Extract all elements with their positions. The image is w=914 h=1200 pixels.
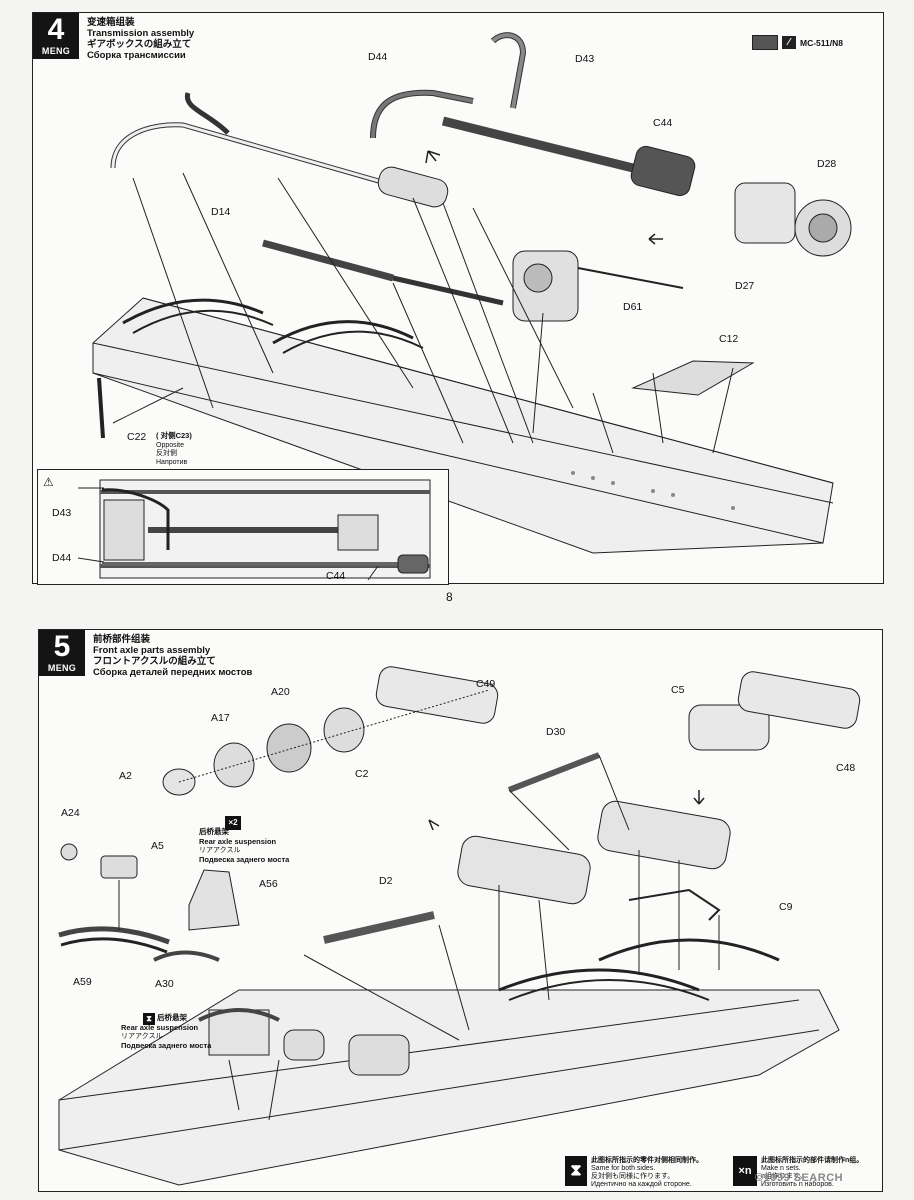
- part-label-a30: A30: [155, 978, 174, 990]
- part-label-c44: C44: [653, 117, 673, 129]
- step-5-badge: 5 MENG: [39, 630, 85, 676]
- rear-suspension-note-2: 后桥悬架 Rear axle suspension リアアクスル Подвеск…: [121, 1013, 212, 1051]
- rear-note1-zh: 后桥悬架: [199, 827, 229, 836]
- part-label-a56: A56: [259, 878, 278, 890]
- make-n-sets-icon: ×n: [733, 1156, 757, 1186]
- step-4-title-ru: Сборка трансмиссии: [87, 50, 186, 61]
- step-4-title-zh: 变速箱组装: [87, 17, 135, 28]
- step-5-panel: 5 MENG 前桥部件组装 Front axle parts assembly …: [38, 629, 883, 1192]
- page-number: 8: [446, 590, 453, 604]
- footer-n-en: Make n sets.: [761, 1165, 801, 1172]
- step-4-titles: 变速箱组装 Transmission assembly ギアボックスの組み立て …: [87, 17, 194, 61]
- rear-note2-ja: リアアクスル: [121, 1033, 163, 1040]
- part-label-d44: D44: [368, 51, 388, 63]
- rear-note2-en: Rear axle suspension: [121, 1022, 199, 1032]
- part-label-c22: C22: [127, 431, 147, 443]
- rear-note1-ja: リアアクスル: [199, 847, 241, 854]
- part-label-c48: C48: [836, 762, 856, 774]
- step-5-number: 5: [53, 630, 71, 663]
- warning-icon: ⚠: [43, 475, 54, 489]
- inset-label-d43: D43: [52, 507, 72, 519]
- footer-both-en: Same for both sides.: [591, 1165, 656, 1172]
- paint-code: MC-511/N8: [800, 37, 843, 48]
- top-view-inset: ⚠ D43 D44 C44: [37, 469, 449, 585]
- same-both-sides-icon: ⧗: [565, 1156, 587, 1186]
- step-5-title-zh: 前桥部件组装: [93, 634, 151, 645]
- step-4-number: 4: [47, 13, 65, 46]
- inset-illustration: [77, 479, 431, 581]
- step-4-title-en: Transmission assembly: [87, 28, 195, 39]
- opposite-ru: Напротив: [156, 458, 188, 466]
- part-label-a24: A24: [61, 807, 80, 819]
- part-label-d14: D14: [211, 206, 231, 218]
- inset-label-c44: C44: [326, 570, 346, 582]
- step-5-title-en: Front axle parts assembly: [93, 645, 211, 656]
- paint-swatch: [752, 35, 778, 50]
- opposite-close: ): [189, 431, 192, 440]
- part-label-a17: A17: [211, 712, 230, 724]
- part-label-a59: A59: [73, 976, 92, 988]
- part-label-a5: A5: [151, 840, 164, 852]
- footer-both-sides: 此图标所指示的零件对侧相同制作。 Same for both sides. 反対…: [591, 1157, 703, 1189]
- brush-icon: ⁄: [782, 36, 796, 49]
- footer-n-sets: 此图标所指示的部件请制作n组。 Make n sets. n組作ります。 Изг…: [761, 1157, 863, 1189]
- rear-note2-zh: 后桥悬架: [157, 1013, 187, 1022]
- footer-n-ja: n組作ります。: [761, 1173, 807, 1180]
- part-label-c2: C2: [355, 768, 369, 780]
- rear-note2-ru: Подвеска заднего моста: [121, 1040, 212, 1050]
- opposite-note: ( 对侧C23) Opposite 反対側 Напротив: [156, 431, 192, 467]
- part-label-d27: D27: [735, 280, 755, 292]
- part-label-d43: D43: [575, 53, 595, 65]
- step-5-title-ru: Сборка деталей передних мостов: [93, 667, 253, 678]
- paint-indicator: ⁄ MC-511/N8: [752, 35, 843, 50]
- part-label-d61: D61: [623, 301, 643, 313]
- part-label-a2: A2: [119, 770, 132, 782]
- footer-n-zh: 此图标所指示的部件请制作n组。: [761, 1157, 864, 1164]
- step-4-panel: 4 MENG 变速箱组装 Transmission assembly ギアボック…: [32, 12, 884, 585]
- inset-label-d44: D44: [52, 552, 72, 564]
- footer-both-ru: Идентично на каждой стороне.: [591, 1181, 692, 1188]
- step-5-title-ja: フロントアクスルの組み立て: [93, 656, 216, 667]
- step-4-illustration: [92, 32, 852, 554]
- footer-both-ja: 反対側も同様に作ります。: [591, 1173, 675, 1180]
- footer-both-zh: 此图标所指示的零件对侧相同制作。: [591, 1157, 703, 1164]
- brand-logo: MENG: [41, 46, 71, 56]
- part-label-c5: C5: [671, 684, 685, 696]
- watermark: ©1999 SEARCH: [755, 1172, 844, 1184]
- opposite-ja: 反対側: [156, 450, 177, 457]
- multiplier-x2-icon: ×2: [225, 816, 241, 830]
- footer-n-ru: Изготовить n наборов.: [761, 1181, 834, 1188]
- part-label-d2: D2: [379, 875, 393, 887]
- opposite-zh: ( 对侧: [156, 431, 176, 440]
- step-5-titles: 前桥部件组装 Front axle parts assembly フロントアクス…: [93, 634, 252, 678]
- rear-note1-en: Rear axle suspension: [199, 836, 277, 846]
- part-label-c12: C12: [719, 333, 739, 345]
- step-4-badge: 4 MENG: [33, 13, 79, 59]
- opposite-en: Opposite: [156, 441, 185, 449]
- part-label-c9: C9: [779, 901, 793, 913]
- both-sides-icon: ⧗: [143, 1013, 155, 1025]
- part-label-a20: A20: [271, 686, 290, 698]
- opposite-code: C23: [175, 431, 190, 440]
- part-label-c49: C49: [476, 678, 496, 690]
- part-label-d30: D30: [546, 726, 566, 738]
- brand-logo: MENG: [47, 663, 77, 673]
- step-5-illustration: [58, 666, 861, 1186]
- rear-suspension-note-1: 后桥悬架 Rear axle suspension リアアクスル Подвеск…: [199, 827, 290, 865]
- step-4-title-ja: ギアボックスの組み立て: [87, 39, 192, 50]
- part-label-d28: D28: [817, 158, 837, 170]
- rear-note1-ru: Подвеска заднего моста: [199, 854, 290, 864]
